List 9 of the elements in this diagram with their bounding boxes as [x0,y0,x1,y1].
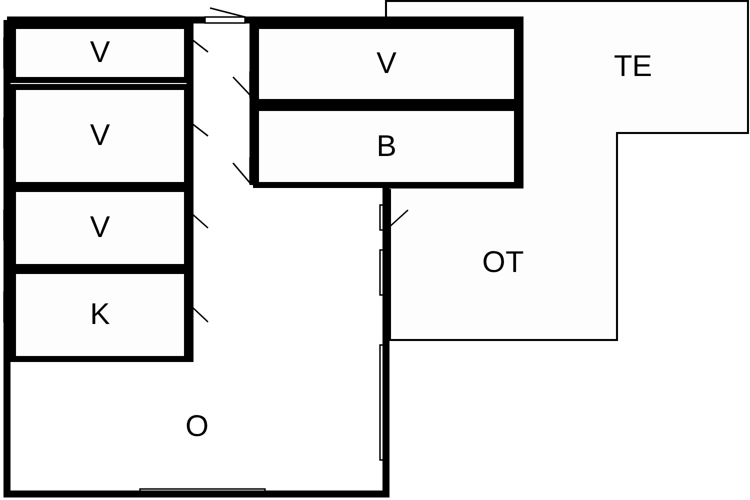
room-label: V [376,47,396,81]
room-label: K [90,298,110,332]
room-label: B [376,130,396,164]
room-label: V [90,211,110,245]
room-label: V [90,36,110,70]
room-label: V [90,119,110,153]
room-label: OT [482,246,524,280]
room-label: O [185,410,209,444]
room-label: TE [614,50,652,84]
